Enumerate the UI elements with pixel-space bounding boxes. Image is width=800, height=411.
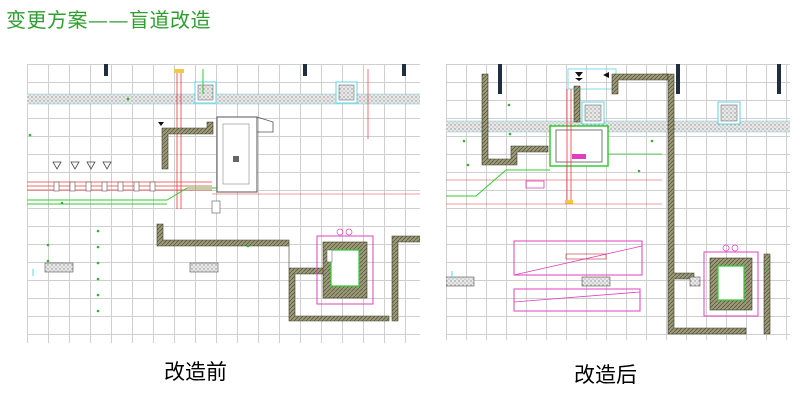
bollard-row [53,181,156,192]
dark-column [104,64,108,76]
hatched-band [446,121,790,132]
triangle-icon [575,72,609,81]
green-dot-icon [462,103,769,269]
hatched-block [689,276,701,287]
triangle-icon [158,122,164,126]
wall [611,73,669,95]
hatched-column-icon [717,101,741,125]
hatched-column-icon [194,81,217,104]
floor-plan-after-svg [446,64,790,335]
machine-block [216,116,258,193]
dark-column [777,64,781,94]
triangle-icon [52,161,112,170]
wall [481,73,549,166]
hatched-block [581,276,611,287]
dark-column [303,64,307,76]
wall [662,73,747,335]
tactile-path [27,187,217,201]
caption-before: 改造前 [164,360,227,384]
magenta-box [513,240,643,276]
hatched-column-icon [581,101,605,125]
hatched-block [189,262,219,273]
caption-after: 改造后 [574,363,637,387]
dark-column [498,64,502,94]
green-dot-icon [28,97,250,313]
elevator-shaft [703,244,759,317]
wall [391,235,420,322]
hatched-block [44,262,74,273]
hatched-band [27,94,420,104]
dark-column [402,64,406,76]
wall [156,223,390,322]
hatched-column-icon [335,81,358,104]
wall [573,85,581,123]
dark-column [676,64,680,94]
machine-block [549,125,609,167]
wall [161,121,214,170]
slide-title: 变更方案——盲道改造 [6,8,211,32]
floor-plan-after [446,64,790,340]
wall [763,253,771,335]
elevator-shaft [316,228,374,305]
magenta-box [513,288,641,312]
tactile-path [446,169,550,197]
floor-plan-before-svg [27,64,420,322]
hatched-block [446,276,475,287]
floor-plan-before [27,64,420,343]
